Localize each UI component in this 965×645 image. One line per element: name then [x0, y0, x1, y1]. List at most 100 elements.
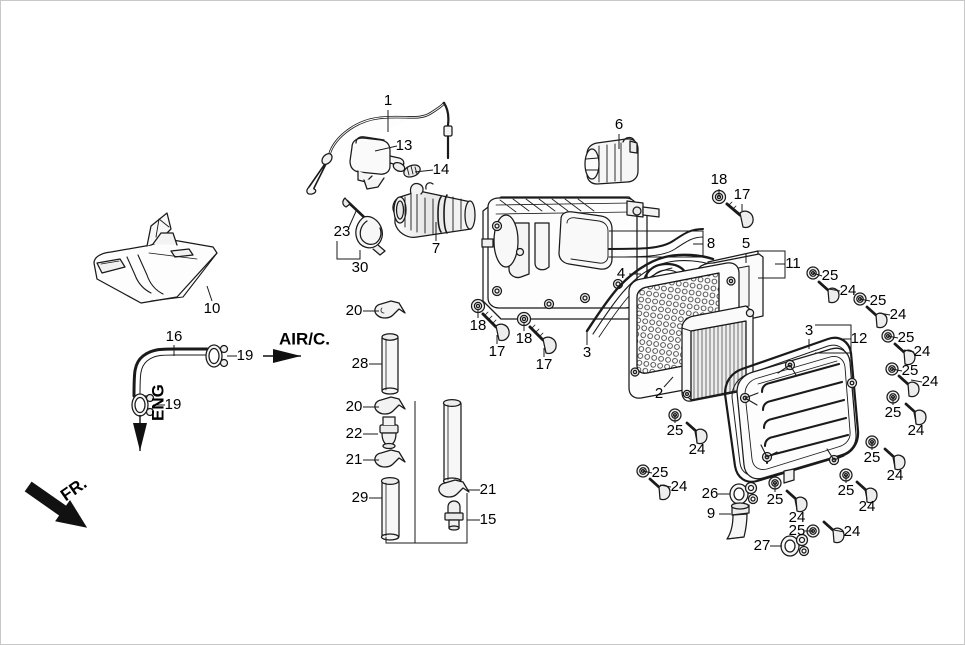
screw-24 [648, 477, 671, 501]
leader-line-24 [794, 499, 798, 511]
part-27-grommet-seal-lower [780, 533, 810, 557]
washer-25 [881, 329, 895, 343]
airc-label: AIR/C. [279, 329, 330, 348]
callout-number-25: 25 [902, 362, 919, 379]
callout-number-17: 17 [734, 186, 751, 203]
callout-number-21: 21 [346, 451, 363, 468]
part-15-drain-plug-bolt [444, 500, 464, 531]
eng-label: ENG [148, 384, 167, 421]
leader-line-10 [206, 285, 213, 302]
callout-number-25: 25 [838, 482, 855, 499]
callout-number-26: 26 [702, 485, 719, 502]
callout-number-20: 20 [346, 398, 363, 415]
part-20-spring-clip-upper [374, 300, 406, 319]
part-29-vent-tube-lower [380, 476, 400, 541]
screw-24 [817, 280, 840, 304]
callout-number-3: 3 [805, 322, 813, 339]
screw-24 [883, 447, 906, 471]
callout-number-3: 3 [583, 344, 591, 361]
part-22-connector-joint [379, 416, 399, 450]
part-14-grommet [403, 164, 421, 178]
callout-number-14: 14 [433, 161, 450, 178]
callout-number-25: 25 [864, 449, 881, 466]
leader-line-24 [828, 288, 841, 292]
callout-number-24: 24 [887, 467, 904, 484]
callout-number-6: 6 [615, 116, 623, 133]
callout-number-25: 25 [870, 292, 887, 309]
callout-number-7: 7 [432, 240, 440, 257]
callout-number-16: 16 [166, 328, 183, 345]
callout-number-23: 23 [334, 223, 351, 240]
fastener-set-25-24 [636, 266, 927, 544]
leader-line-24 [694, 431, 698, 443]
part-12-airbox-cover [736, 347, 858, 484]
callout-number-15: 15 [480, 511, 497, 528]
part-17-bolt-b [528, 324, 557, 355]
vent-tube-right [442, 398, 462, 485]
callout-number-25: 25 [885, 404, 902, 421]
callout-number-25: 25 [767, 491, 784, 508]
callout-number-9: 9 [707, 505, 715, 522]
leader-line-14 [414, 169, 434, 173]
callout-number-24: 24 [908, 422, 925, 439]
part-28-vent-tube-upper [381, 333, 399, 395]
fr-label: FR. [57, 474, 90, 505]
callout-number-17: 17 [536, 356, 553, 373]
part-17-bolt-c [725, 201, 754, 229]
part-23-clamp-bolt [342, 197, 367, 220]
screw-24 [904, 402, 927, 426]
callout-number-19: 19 [165, 396, 182, 413]
callout-number-30: 30 [352, 259, 369, 276]
callout-number-19: 19 [237, 347, 254, 364]
leader-line-24 [903, 349, 915, 353]
callout-number-25: 25 [652, 464, 669, 481]
screw-24 [785, 489, 808, 513]
callout-number-18: 18 [516, 330, 533, 347]
part-17-bolt-a [481, 311, 510, 342]
leader-line-13 [374, 145, 398, 152]
leader-line-25 [887, 335, 899, 339]
callout-number-25: 25 [789, 522, 806, 539]
airbox-main-body [481, 196, 660, 320]
callout-number-13: 13 [396, 137, 413, 154]
callout-number-8: 8 [707, 235, 715, 252]
bracket-29-21 [385, 493, 468, 544]
callout-brackets [336, 230, 852, 544]
callout-number-20: 20 [346, 302, 363, 319]
callout-number-24: 24 [890, 306, 907, 323]
part-21-spring-clip [374, 449, 406, 468]
leader-line-25 [812, 272, 823, 277]
callout-number-24: 24 [914, 343, 931, 360]
washer-25 [886, 390, 900, 404]
direction-marker-airc: AIR/C. [263, 329, 330, 363]
part-9-drain-tube [726, 502, 750, 540]
callout-number-24: 24 [671, 478, 688, 495]
leader-line-2 [663, 376, 674, 388]
screw-24 [855, 480, 878, 504]
callout-number-27: 27 [754, 537, 771, 554]
part-16-breather-hose-bend [132, 347, 209, 398]
callout-number-1: 1 [384, 92, 392, 109]
leader-line-24 [659, 484, 672, 488]
callout-number-24: 24 [859, 498, 876, 515]
screw-24 [865, 305, 888, 329]
part-18-washer-a [470, 298, 486, 314]
leader-line-24 [833, 529, 845, 533]
callout-number-22: 22 [346, 425, 363, 442]
leader-line-24 [878, 312, 891, 316]
callout-number-25: 25 [667, 422, 684, 439]
screw-24 [897, 374, 920, 398]
leader-line-24 [910, 379, 923, 383]
screw-24 [893, 342, 916, 366]
callout-number-5: 5 [742, 235, 750, 252]
callout-number-25: 25 [822, 267, 839, 284]
callout-number-4: 4 [617, 265, 625, 282]
callout-number-24: 24 [922, 373, 939, 390]
screw-24 [685, 421, 708, 445]
part-10-air-guide-funnel [93, 212, 218, 304]
part-7-intake-duct [392, 182, 476, 238]
callout-number-18: 18 [711, 171, 728, 188]
